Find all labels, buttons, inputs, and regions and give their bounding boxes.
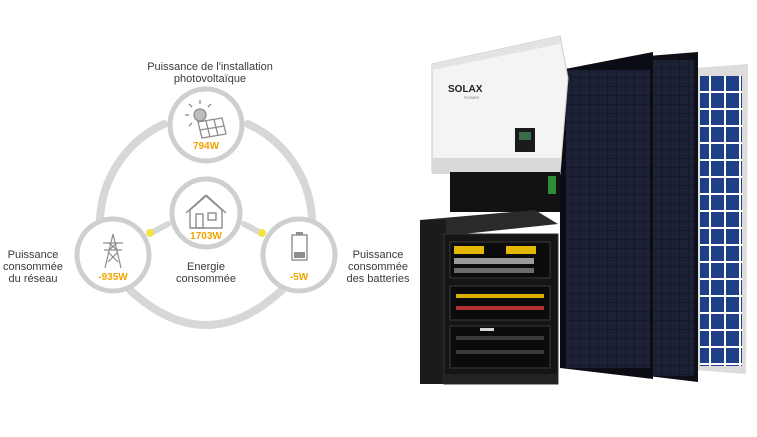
battery-value: -5W	[289, 272, 309, 283]
solar-panel-dark-2	[560, 52, 653, 379]
battery-label: Puissance consommée des batteries	[340, 249, 416, 285]
battery-icon	[291, 232, 308, 261]
grid-label: Puissance consommée du réseau	[0, 249, 66, 285]
home-label: Energie consommée	[156, 261, 256, 285]
solar-label-line1: Puissance de l'installation	[147, 61, 273, 73]
node-solar	[167, 86, 245, 164]
battery-label-line3: des batteries	[346, 273, 410, 285]
home-label-line1: Energie	[187, 261, 225, 273]
brand-logo-subtext: POWER	[464, 95, 479, 100]
ring-segment-solar-battery	[244, 120, 316, 224]
battery-label-line1: Puissance	[352, 249, 404, 261]
home-value: 1703W	[190, 231, 222, 242]
grid-label-line1: Puissance	[7, 249, 59, 261]
center-connectors	[146, 177, 266, 237]
solar-panel-blue	[695, 64, 748, 374]
energy-flow-diagram	[74, 86, 338, 329]
inverter-unit: SOLAX POWER	[431, 35, 569, 212]
solar-panel-dark-3	[648, 52, 698, 382]
ring-segment-solar-grid	[96, 120, 168, 224]
home-label-line2: consommée	[176, 273, 236, 285]
connector-dot-grid	[146, 229, 154, 237]
power-pylon-icon	[103, 233, 123, 269]
grid-label-line3: du réseau	[8, 273, 58, 285]
solar-label-line2: photovoltaïque	[173, 73, 247, 85]
connector-dot-battery	[258, 229, 266, 237]
node-home	[169, 176, 243, 250]
battery-cabinet	[420, 210, 559, 385]
ring-segment-grid-battery	[126, 286, 286, 329]
brand-logo-text: SOLAX	[448, 84, 483, 95]
node-grid	[74, 216, 152, 294]
solar-panel-sun-icon	[185, 100, 227, 139]
house-icon	[185, 194, 227, 229]
solar-value: 794W	[192, 141, 220, 152]
solar-label: Puissance de l'installation photovoltaïq…	[120, 61, 300, 85]
node-battery	[260, 216, 338, 294]
battery-label-line2: consommée	[348, 261, 408, 273]
flow-ring	[96, 120, 316, 329]
grid-label-line2: consommée	[3, 261, 63, 273]
product-image: SOLAX POWER	[420, 35, 748, 385]
grid-value: -935W	[98, 272, 128, 283]
